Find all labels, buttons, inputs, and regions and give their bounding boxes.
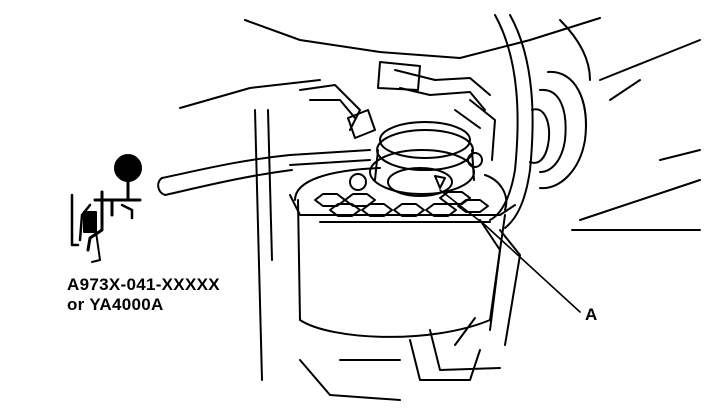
vacuum-pump-tool-icon: [70, 154, 142, 263]
vacuum-hose: [157, 154, 293, 196]
right-hose-assembly: [489, 14, 591, 229]
body-panel-lines: [179, 17, 701, 401]
canister-body: [289, 167, 516, 338]
callout-a-label: A: [585, 305, 598, 324]
tool-alt-part-number-label: or YA4000A: [67, 295, 164, 314]
lower-brackets: [339, 219, 521, 381]
tool-part-number-label: A973X-041-XXXXX: [67, 275, 220, 294]
upper-hoses: [289, 61, 496, 166]
callout-a-leader: [439, 189, 581, 313]
purge-valve-assembly: [349, 121, 483, 197]
